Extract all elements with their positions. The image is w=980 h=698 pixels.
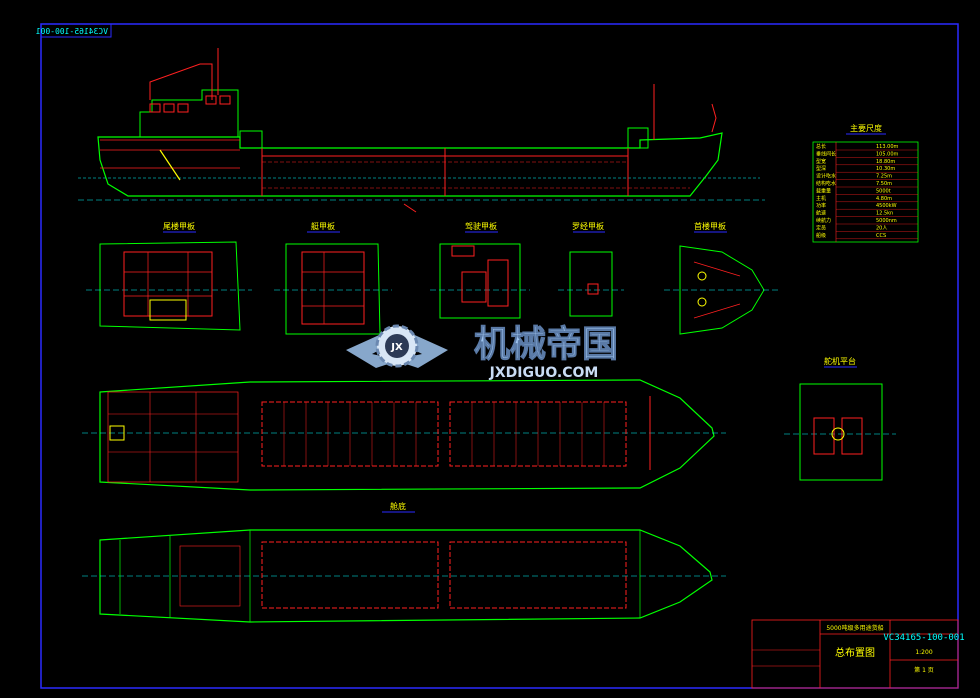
hold-plan: 舱底 bbox=[82, 501, 726, 623]
watermark-logo-letters: JX bbox=[390, 342, 403, 353]
dimension-value: 4500kW bbox=[876, 203, 897, 209]
principal-dimensions-header: 主要尺度 bbox=[850, 123, 882, 133]
principal-dimensions-table: 主要尺度 总长 113.00m 垂线间长 105.00m 型宽 18.80m 型深 10.30… bbox=[812, 123, 919, 243]
steering-platform-plan: 舵机平台 bbox=[784, 356, 896, 481]
dimension-value: 5000nm bbox=[876, 218, 897, 224]
drawing-number-box bbox=[40, 23, 112, 38]
dimension-label: 定员 bbox=[816, 224, 826, 231]
dimension-label: 型深 bbox=[816, 165, 826, 172]
dimension-label: 船级 bbox=[816, 232, 826, 239]
dimension-label: 航速 bbox=[816, 210, 826, 217]
poop-deck-plan: 尾楼甲板 bbox=[86, 221, 252, 331]
compass-deck-plan: 罗经甲板 bbox=[558, 221, 624, 317]
poop-deck-label: 尾楼甲板 bbox=[163, 221, 195, 231]
watermark-cn: 机械帝国 bbox=[474, 324, 618, 365]
dimension-value: CCS bbox=[876, 233, 886, 239]
dimension-value: 7.25m bbox=[876, 174, 892, 180]
dimension-value: 5000t bbox=[876, 188, 891, 194]
sheet-number: 第 1 页 bbox=[914, 666, 934, 674]
dimension-label: 载重量 bbox=[816, 187, 831, 194]
dimension-value: 4.80m bbox=[876, 196, 892, 202]
boat-deck-plan: 艇甲板 bbox=[274, 221, 392, 335]
dimension-value: 18.80m bbox=[876, 159, 895, 165]
bridge-deck-plan: 驾驶甲板 bbox=[430, 221, 530, 319]
boat-deck-label: 艇甲板 bbox=[311, 221, 335, 231]
dimension-label: 结构吃水 bbox=[816, 180, 836, 187]
compass-deck-label: 罗经甲板 bbox=[572, 221, 604, 231]
profile-view bbox=[78, 48, 765, 213]
drawing-number: VC34165-100-001 bbox=[883, 633, 964, 643]
dimension-value: 10.30m bbox=[876, 166, 895, 172]
sheet-border bbox=[40, 23, 959, 689]
bridge-deck-label: 驾驶甲板 bbox=[465, 221, 497, 231]
watermark-logo: JX 机械帝国 JXDIGUO.COM bbox=[346, 324, 619, 381]
drawing-title: 总布置图 bbox=[835, 646, 875, 659]
main-deck-plan bbox=[82, 379, 726, 491]
dimension-label: 总长 bbox=[816, 143, 826, 150]
title-block: 5000吨级多用途货船 总布置图 VC34165-100-001 1:200 第… bbox=[751, 619, 965, 689]
dimension-label: 功率 bbox=[816, 202, 826, 209]
drawing-number-mirrored: VC34165-100-001 bbox=[36, 27, 108, 36]
forecastle-deck-label: 首楼甲板 bbox=[694, 221, 726, 231]
dimension-value: 7.50m bbox=[876, 181, 892, 187]
dimension-value: 113.00m bbox=[876, 144, 898, 150]
drawing-scale: 1:200 bbox=[915, 649, 932, 656]
dimension-label: 续航力 bbox=[816, 217, 831, 224]
forecastle-deck-plan: 首楼甲板 bbox=[664, 221, 780, 335]
dimension-label: 型宽 bbox=[816, 158, 826, 165]
project-name: 5000吨级多用途货船 bbox=[826, 624, 883, 632]
dimension-value: 12.5kn bbox=[876, 211, 893, 217]
dimension-label: 垂线间长 bbox=[816, 150, 836, 157]
dimension-label: 主机 bbox=[816, 195, 826, 202]
watermark-en: JXDIGUO.COM bbox=[489, 365, 599, 381]
dimension-value: 20人 bbox=[876, 225, 887, 231]
hold-label: 舱底 bbox=[390, 501, 406, 511]
dimension-value: 105.00m bbox=[876, 151, 898, 157]
steering-platform-label: 舵机平台 bbox=[824, 356, 856, 366]
dimension-label: 设计吃水 bbox=[816, 173, 836, 180]
